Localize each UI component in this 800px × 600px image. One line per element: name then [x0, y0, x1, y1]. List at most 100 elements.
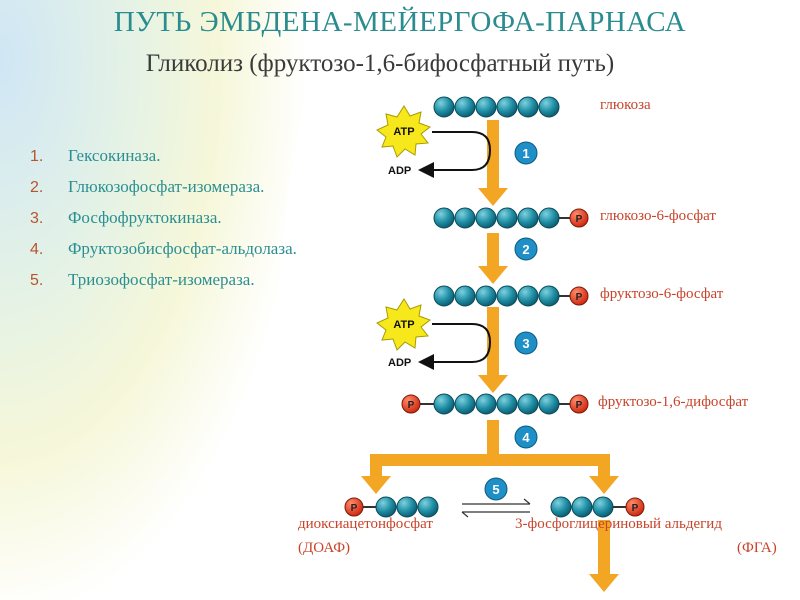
atp-burst-2: ATP: [376, 298, 432, 351]
step-badge-3: [514, 331, 538, 355]
carbon-bead: [496, 207, 518, 229]
carbon-bead: [538, 96, 560, 118]
carbon-bead: [454, 207, 476, 229]
phosphate-label: P: [576, 400, 583, 411]
step-badge-1: [514, 141, 538, 165]
step-badge-4: [514, 425, 538, 449]
carbon-bead: [496, 96, 518, 118]
arrow-head-2: [478, 266, 508, 284]
step-badges: 1 2 3 4 5: [484, 141, 538, 501]
step-number: 1: [522, 146, 529, 161]
enzyme-number: 1.: [30, 148, 44, 165]
reverse-arrow: [461, 511, 530, 518]
arrow-split-bar: [370, 454, 610, 466]
enzyme-item: 4. Фруктозобисфосфат-альдолаза.: [30, 239, 338, 270]
arrow-split-left: [370, 454, 382, 478]
adp-label: ADP: [388, 357, 411, 369]
enzyme-name: Фосфофруктокиназа.: [68, 208, 222, 227]
step-number: 4: [522, 430, 530, 445]
carbon-bead: [433, 96, 455, 118]
label-glucose: глюкоза: [600, 97, 651, 113]
enzyme-number: 5.: [30, 272, 44, 289]
step-number: 3: [522, 336, 529, 351]
carbon-bead: [550, 496, 572, 518]
carbon-bead: [475, 285, 497, 307]
label-dhap-name: диоксиацетонфосфат: [298, 516, 433, 532]
enzyme-number: 2.: [30, 179, 44, 196]
label-gap-name: 3-фосфоглицериновый альдегид: [515, 516, 722, 532]
molecule-f6p: P: [433, 285, 589, 307]
molecule-dhap: P: [344, 496, 439, 518]
arrow-split-right: [598, 454, 610, 478]
carbon-bead: [517, 285, 539, 307]
enzyme-number: 3.: [30, 210, 44, 227]
carbon-bead: [517, 96, 539, 118]
arrow-head-1: [478, 188, 508, 206]
equilibrium-arrows: [461, 498, 531, 518]
phosphate-label: P: [408, 400, 415, 411]
carbon-bead: [538, 285, 560, 307]
starburst-icon: [376, 298, 432, 351]
step-number: 2: [522, 242, 529, 257]
arrow-head-down: [589, 574, 619, 592]
carbon-bead: [475, 207, 497, 229]
carbon-bead: [496, 393, 518, 415]
molecule-g6p: P: [433, 207, 589, 229]
carbon-bead: [454, 393, 476, 415]
carbon-bead: [396, 496, 418, 518]
carbon-bead: [454, 285, 476, 307]
carbon-bead: [592, 496, 614, 518]
arrow-shaft-3: [487, 307, 499, 377]
atp-burst-1: ATP: [376, 105, 432, 158]
carbon-bead: [538, 393, 560, 415]
carbon-bead: [517, 207, 539, 229]
carbon-bead: [517, 393, 539, 415]
molecule-glucose: [433, 96, 560, 118]
phosphate-label: P: [576, 292, 583, 303]
enzyme-item: 2.Глюкозофосфат-изомераза.: [30, 177, 338, 208]
arrow-shaft-1: [487, 120, 499, 190]
carbon-bead: [417, 496, 439, 518]
label-f6p: фруктозо-6-фосфат: [600, 286, 724, 302]
carbon-bead: [496, 285, 518, 307]
carbon-bead: [571, 496, 593, 518]
carbon-bead: [475, 393, 497, 415]
enzyme-list: 1. Гексокиназа. 2.Глюкозофосфат-изомераза…: [30, 146, 338, 301]
molecule-f16bp: P P: [401, 393, 589, 415]
label-gap-abbr: (ФГА): [737, 540, 777, 556]
molecule-gap: P: [550, 496, 645, 518]
arrow-head-left: [361, 476, 391, 494]
phosphate-icon: [569, 208, 589, 228]
phosphorylation-curve-1: [418, 131, 492, 178]
enzyme-name: Гексокиназа.: [68, 146, 161, 165]
label-f16bp: фруктозо-1,6-дифосфат: [598, 394, 749, 410]
enzyme-item: 1. Гексокиназа.: [30, 146, 338, 177]
enzyme-number: 4.: [30, 241, 44, 258]
carbon-bead: [375, 496, 397, 518]
arrow-head-right: [589, 476, 619, 494]
carbon-bead: [433, 207, 455, 229]
step-badge-2: [514, 237, 538, 261]
forward-arrow: [462, 498, 531, 505]
phosphate-label: P: [351, 503, 358, 514]
phosphate-icon: [625, 497, 645, 517]
starburst-icon: [376, 105, 432, 158]
phosphorylation-curve-2: [418, 323, 492, 370]
phosphate-icon: [569, 394, 589, 414]
label-g6p: глюкозо-6-фосфат: [600, 208, 716, 224]
enzyme-name: Фруктозобисфосфат-альдолаза.: [68, 239, 297, 258]
carbon-bead: [475, 96, 497, 118]
pathway-arrows: [361, 120, 619, 592]
label-dhap-abbr: (ДОАФ): [298, 540, 351, 556]
carbon-bead: [433, 285, 455, 307]
carbon-bead: [433, 393, 455, 415]
page-title: ПУТЬ ЭМБДЕНА-МЕЙЕРГОФА-ПАРНАСА: [113, 6, 687, 38]
page-subtitle: Гликолиз (фруктозо-1,6-бифосфатный путь): [145, 50, 615, 77]
enzyme-name: Триозофосфат-изомераза.: [68, 270, 255, 289]
arrow-head-3: [478, 375, 508, 393]
arrow-shaft-2: [487, 233, 499, 268]
step-number: 5: [492, 482, 499, 497]
carbon-bead: [454, 96, 476, 118]
